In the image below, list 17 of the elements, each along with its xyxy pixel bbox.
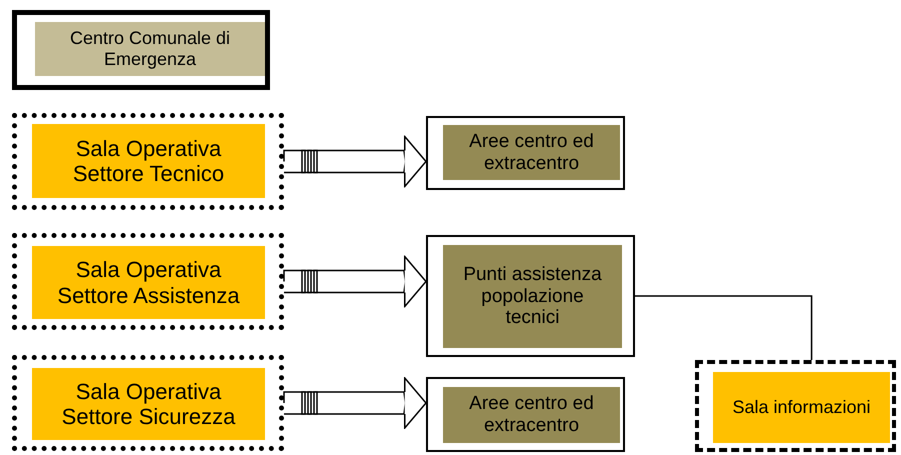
label-box: Sala informazioni <box>713 372 890 443</box>
label-box: Aree centro ed extracentro <box>443 125 620 180</box>
label-box: Sala Operativa Settore Tecnico <box>32 124 265 198</box>
label-box: Aree centro ed extracentro <box>443 387 620 443</box>
frame-box <box>426 377 625 452</box>
frame-box <box>12 10 270 90</box>
connector-line <box>635 295 812 360</box>
label-box: Centro Comunale di Emergenza <box>35 22 265 76</box>
label-box: Sala Operativa Settore Sicurezza <box>32 368 265 440</box>
frame-box <box>12 233 284 330</box>
frame-box <box>426 235 635 357</box>
frame-box <box>12 113 284 210</box>
label-box: Punti assistenza popolazione tecnici <box>443 245 622 348</box>
frame-box <box>12 355 284 451</box>
label-box: Sala Operativa Settore Assistenza <box>32 246 265 319</box>
frame-box <box>695 360 896 452</box>
frame-box <box>426 116 625 190</box>
